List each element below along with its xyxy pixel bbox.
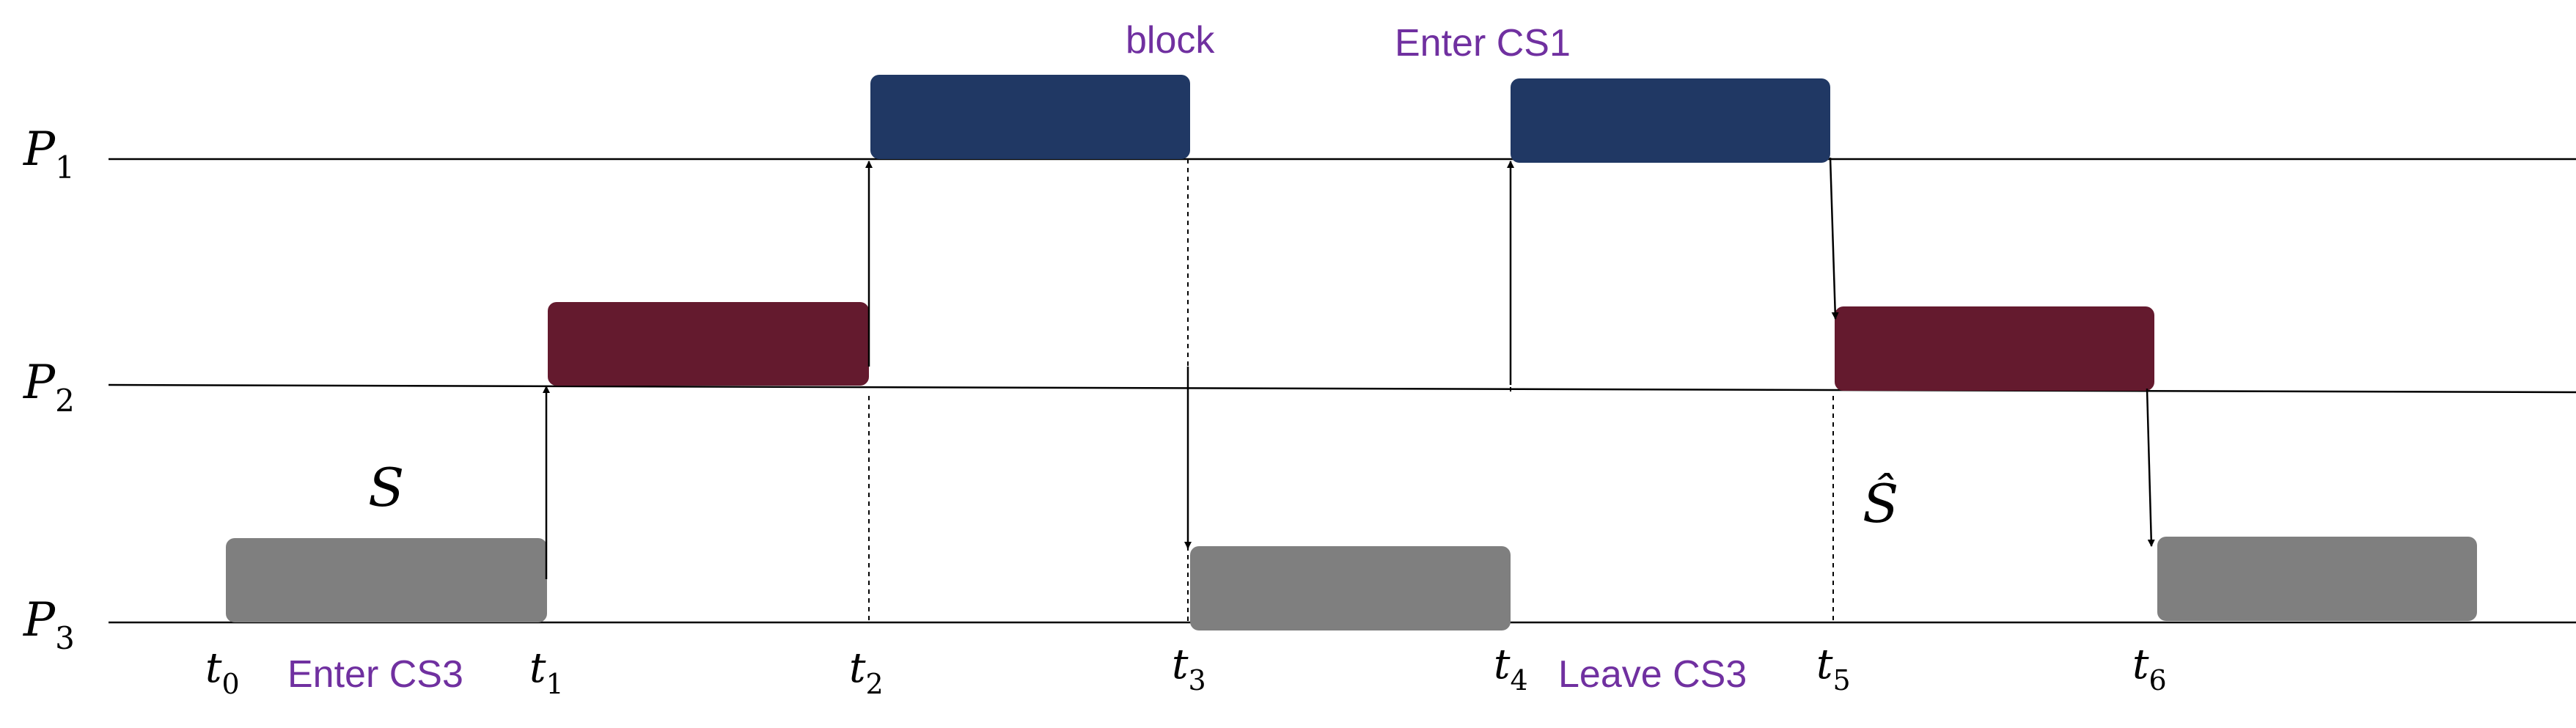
state-label-s: S (368, 457, 404, 518)
time-label-t0: t0 (205, 644, 240, 700)
p3-block-3 (2157, 537, 2477, 621)
arrow-down-icon (2146, 388, 2155, 547)
process-label-p2: P2 (23, 356, 75, 419)
process-label-p1: P1 (23, 122, 75, 185)
p2-block-2 (1835, 306, 2154, 391)
p3-block-1 (226, 538, 547, 622)
p1-block-1 (870, 75, 1190, 159)
time-label-t2: t2 (849, 644, 884, 700)
p1-block-2 (1511, 78, 1830, 163)
p2-block-1 (548, 302, 869, 386)
state-label-s-hat: Ŝ (1863, 471, 1898, 534)
timeline-p2 (108, 383, 2576, 394)
annotation-block: block (1126, 19, 1215, 62)
time-label-t4: t4 (1494, 641, 1528, 696)
time-label-t6: t6 (2132, 641, 2167, 696)
time-label-t5: t5 (1816, 641, 1851, 696)
annotation-leave-cs3: Leave CS3 (1558, 653, 1747, 696)
time-label-t1: t1 (529, 644, 564, 700)
arrow-down-icon (1829, 157, 1839, 320)
annotation-enter-cs1: Enter CS1 (1395, 22, 1571, 65)
time-label-t3: t3 (1172, 641, 1206, 696)
p3-block-2 (1190, 546, 1511, 630)
process-label-p3: P3 (23, 593, 75, 656)
annotation-enter-cs3: Enter CS3 (287, 653, 463, 696)
